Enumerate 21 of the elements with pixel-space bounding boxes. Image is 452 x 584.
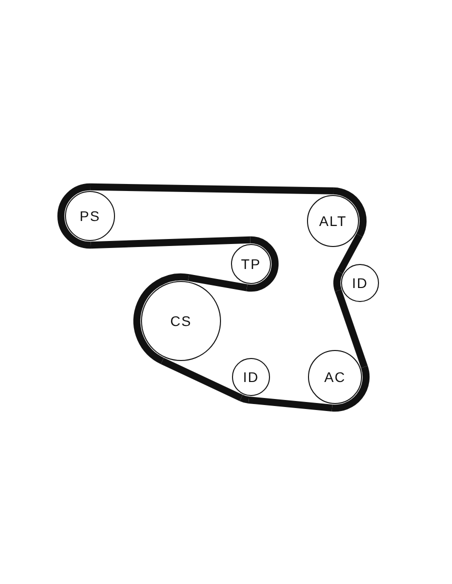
- pulley-label: TP: [241, 257, 261, 271]
- pulley-label: AC: [324, 370, 346, 384]
- belt-segment: [90, 236, 250, 249]
- pulley: [308, 350, 362, 404]
- pulley-label: ALT: [319, 214, 347, 228]
- pulley-label: PS: [80, 209, 100, 223]
- belt-segment: [334, 289, 368, 368]
- pulley: [141, 281, 221, 361]
- pulley-label: ID: [352, 276, 368, 290]
- pulley: [307, 195, 359, 247]
- belt-segment: [90, 183, 334, 194]
- belt-segment: [248, 396, 332, 412]
- pulley: [232, 358, 270, 396]
- belt-segment: [188, 274, 248, 292]
- belt-segment: [160, 358, 243, 402]
- pulley: [341, 264, 379, 302]
- pulley-label: ID: [243, 370, 259, 384]
- belt-segment: [336, 234, 363, 274]
- pulley: [231, 244, 271, 284]
- pulley: [65, 191, 115, 241]
- pulley-label: CS: [170, 314, 192, 328]
